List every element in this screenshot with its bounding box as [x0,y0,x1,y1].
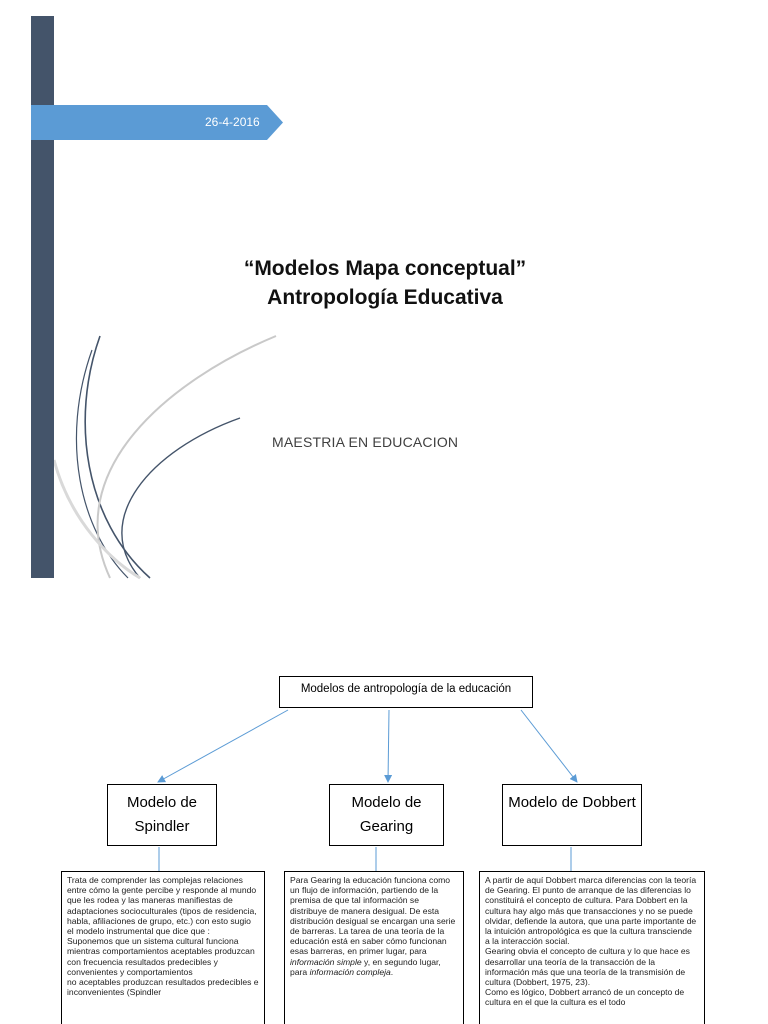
model-box-dobbert: Modelo de Dobbert [502,784,642,846]
dobbert-paragraph: Gearing obvia el concepto de cultura y l… [485,946,690,988]
document-subtitle: MAESTRIA EN EDUCACION [272,434,459,450]
model-box-spindler: Modelo de Spindler [107,784,217,846]
gearing-paragraph: Para Gearing la educación funciona como … [290,875,456,977]
spindler-paragraph: Trata de comprender las complejas relaci… [67,875,257,937]
root-concept-box: Modelos de antropología de la educación [279,676,533,708]
dobbert-paragraph: Como es lógico, Dobbert arrancó de un co… [485,987,685,1008]
emphasis-simple: información simple [290,956,362,967]
decorative-swirl-lines [52,335,277,580]
document-title: “Modelos Mapa conceptual” Antropología E… [243,257,527,309]
description-gearing: Para Gearing la educación funciona como … [284,871,464,1024]
date-ribbon [31,105,283,140]
dobbert-paragraph: A partir de aquí Dobbert marca diferenci… [485,875,697,947]
spindler-paragraph: no aceptables produzcan resultados prede… [67,977,259,998]
arrow-to-gearing [384,709,393,783]
cover-page: 26-4-2016 “Modelos Mapa conceptual” Antr… [31,16,527,580]
cover-date: 26-4-2016 [205,115,260,129]
emphasis-complex: información compleja [309,966,391,977]
page-gap [0,580,768,598]
arrow-to-dobbert [520,709,578,783]
arrow-to-spindler [157,709,289,783]
description-dobbert: A partir de aquí Dobbert marca diferenci… [479,871,705,1024]
spindler-paragraph: Suponemos que un sistema cultural funcio… [67,936,255,977]
vertical-accent-bar [31,16,54,578]
model-box-gearing: Modelo de Gearing [329,784,444,846]
connector-arrows [157,709,578,871]
concept-map-page: Modelos de antropología de la educación … [0,598,768,1024]
description-spindler: Trata de comprender las complejas relaci… [61,871,265,1024]
